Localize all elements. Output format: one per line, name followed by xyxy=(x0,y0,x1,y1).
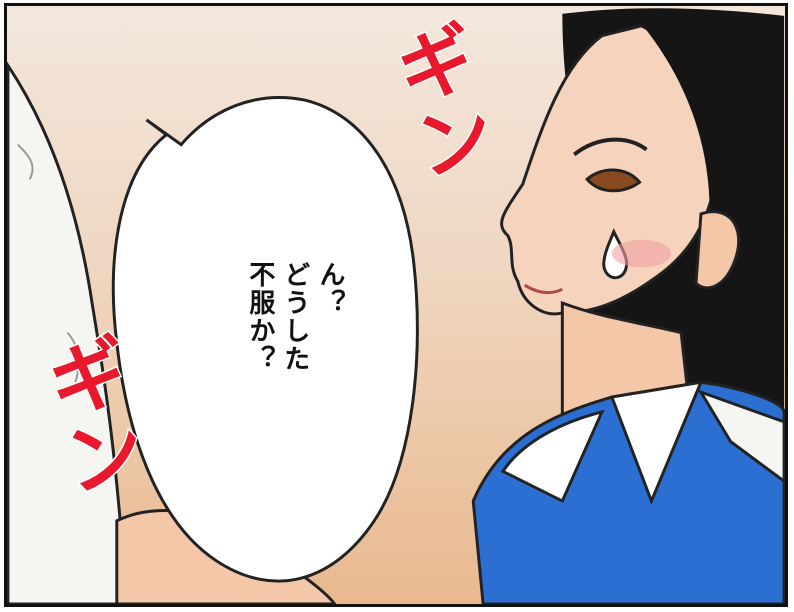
uniform-collar xyxy=(609,380,704,506)
panel-artwork xyxy=(7,8,785,604)
speech-line-1: ん？ xyxy=(315,261,345,317)
speech-bubble-text: ん？ どうした 不服か？ xyxy=(197,261,347,461)
manga-panel: ギン ギン ん？ どうした 不服か？ xyxy=(4,3,788,607)
speech-bubble xyxy=(111,96,419,583)
speech-line-3: 不服か？ xyxy=(244,261,275,373)
speech-line-2: どうした xyxy=(279,261,310,373)
